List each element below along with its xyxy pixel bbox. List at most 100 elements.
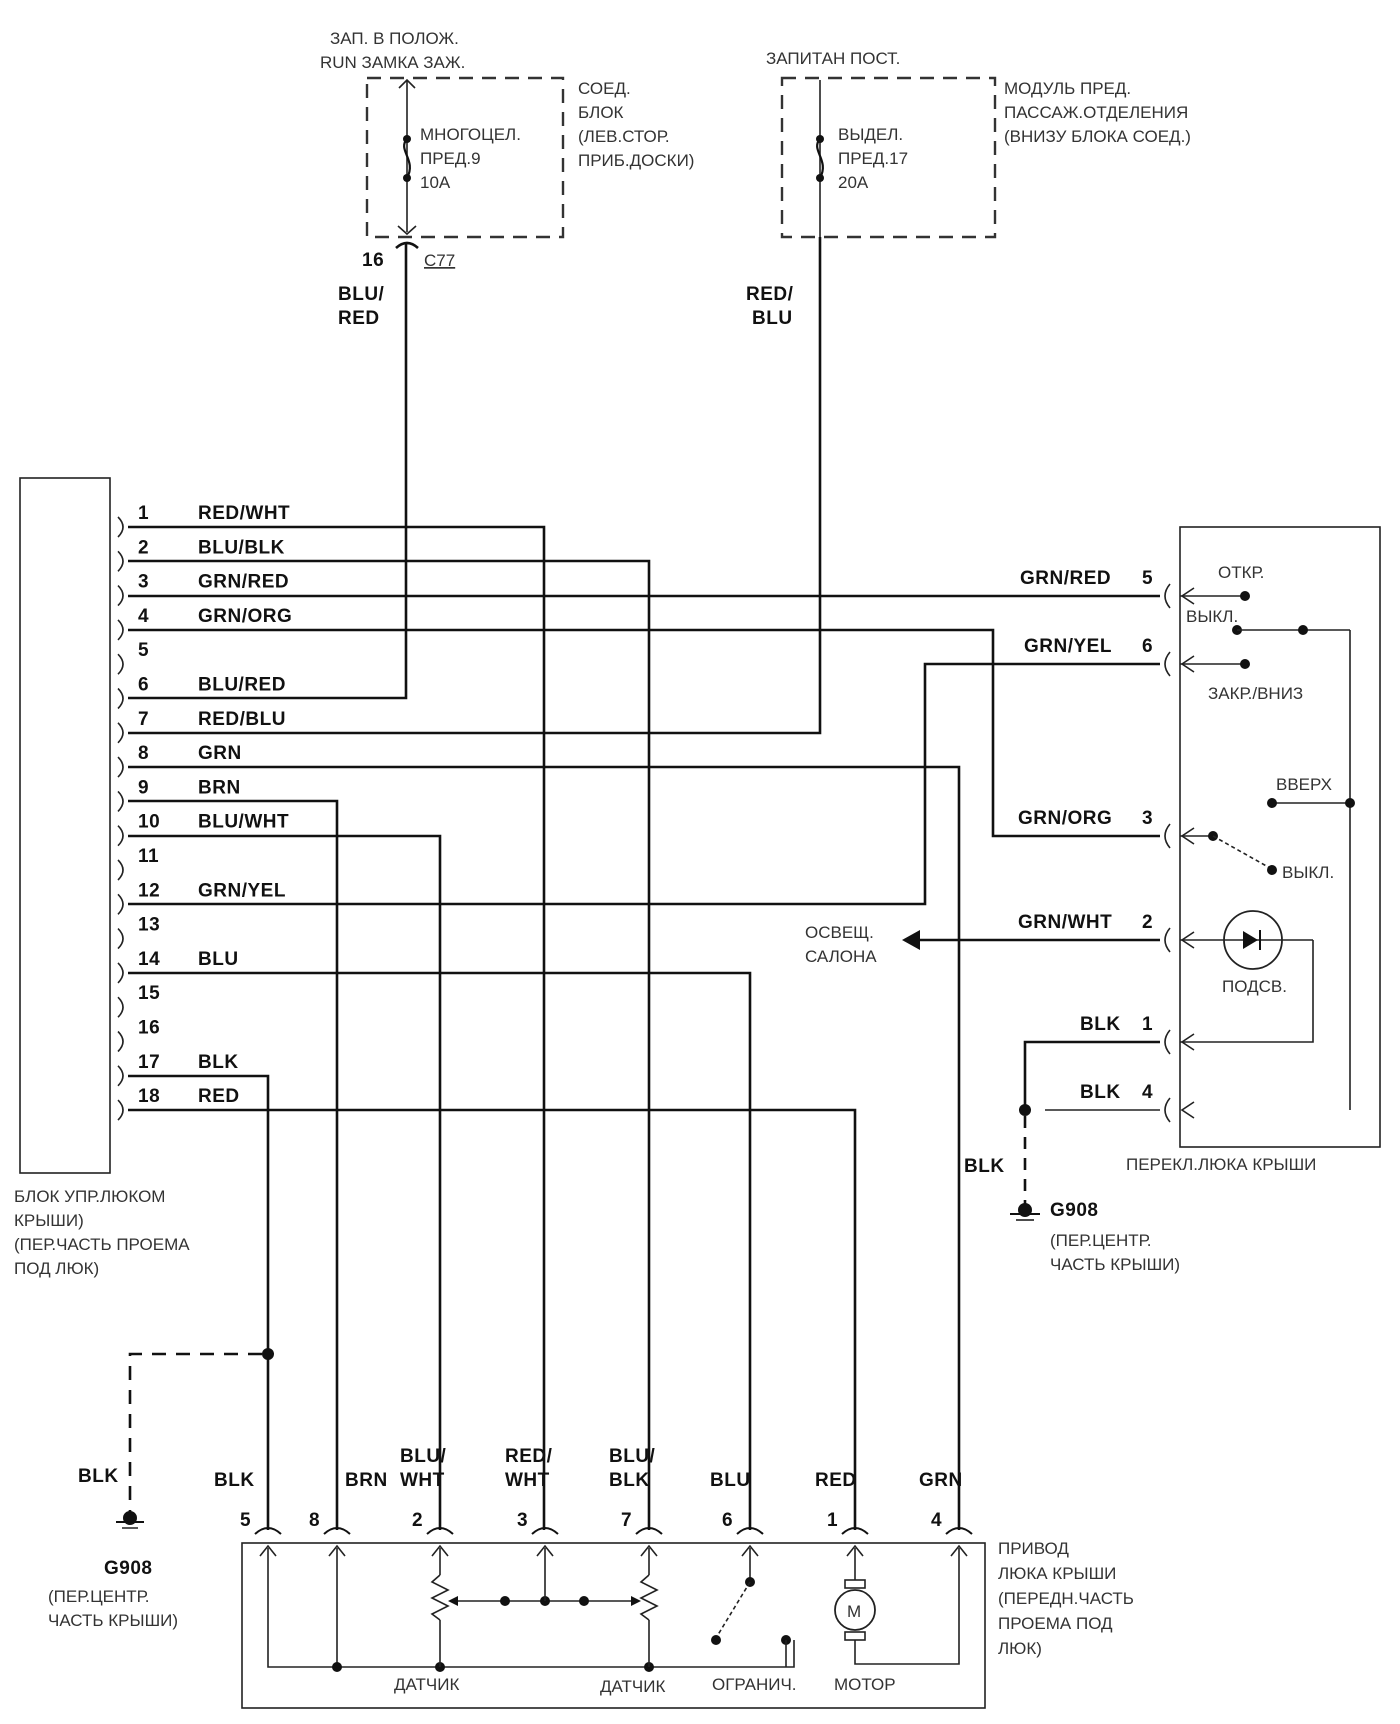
connector-cup-icon bbox=[395, 241, 419, 249]
ground-label-line2: ЧАСТЬ КРЫШИ) bbox=[48, 1611, 178, 1630]
module-pin: 13 bbox=[117, 915, 160, 950]
limit-switch-icon bbox=[715, 1581, 751, 1639]
ground-wire-label: BLK bbox=[964, 1156, 1005, 1177]
block-label-line1: СОЕД. bbox=[578, 79, 631, 98]
actuator-pin-number: 8 bbox=[309, 1510, 320, 1531]
fuse-label-line2: ПРЕД.17 bbox=[838, 149, 908, 168]
switch-contact bbox=[711, 1635, 721, 1645]
connector-cup-icon bbox=[117, 722, 124, 744]
actuator-pin: 6 BLU bbox=[710, 1470, 764, 1557]
wire-label-line1: BLU/ bbox=[338, 284, 385, 305]
wire-label-line1: RED/ bbox=[746, 284, 794, 305]
junction-dot bbox=[579, 1596, 589, 1606]
fuse-block-1: ЗАП. В ПОЛОЖ. RUN ЗАМКА ЗАЖ. МНОГОЦЕЛ. П… bbox=[320, 29, 694, 329]
module-pin: 5 bbox=[117, 640, 149, 675]
connector-cup-icon bbox=[531, 1527, 559, 1535]
connector-cup-icon bbox=[117, 516, 124, 538]
connector-cup-icon bbox=[736, 1527, 764, 1535]
pin-number: 9 bbox=[138, 777, 149, 798]
motor-icon bbox=[834, 1589, 876, 1631]
connector-arrow-icon bbox=[950, 1544, 968, 1557]
pos-up: ВВЕРХ bbox=[1276, 775, 1332, 794]
wire-red-blu bbox=[128, 237, 822, 735]
switch-pin-wire: BLK bbox=[1080, 1014, 1121, 1035]
switch-contact bbox=[1345, 798, 1355, 808]
actuator-pin-list: 5BLK8BRN2BLU/WHT3RED/WHT7BLU/BLK6BLU1RED… bbox=[214, 1446, 973, 1557]
interior-light-label-line1: ОСВЕЩ. bbox=[805, 923, 874, 942]
connector-cup-icon bbox=[117, 619, 124, 641]
connector-cup-icon bbox=[117, 653, 124, 675]
ground-label-line2: ЧАСТЬ КРЫШИ) bbox=[1050, 1255, 1180, 1274]
pin-number: 1 bbox=[138, 503, 149, 524]
actuator-label-line1: ПРИВОД bbox=[998, 1539, 1069, 1558]
pin-number: 8 bbox=[138, 743, 149, 764]
switch-pin-number: 1 bbox=[1142, 1014, 1153, 1035]
wire-blu bbox=[128, 971, 752, 1530]
actuator-pin-number: 6 bbox=[722, 1510, 733, 1531]
wire-blk-switch-1 bbox=[1023, 1040, 1160, 1110]
ground-wire bbox=[128, 1352, 262, 1512]
pos-off-bottom: ВЫКЛ. bbox=[1282, 863, 1334, 882]
connector-cup-icon bbox=[635, 1527, 663, 1535]
module-pin: 10 BLU/WHT bbox=[117, 812, 289, 847]
fuse-label-line3: 10A bbox=[420, 173, 451, 192]
switch-contact bbox=[1267, 798, 1277, 808]
pin-wire-color: BLU/WHT bbox=[198, 812, 289, 833]
block-label-line4: ПРИБ.ДОСКИ) bbox=[578, 151, 694, 170]
actuator-pin-wire: BLU/ bbox=[400, 1446, 447, 1467]
module-pin: 11 bbox=[117, 846, 159, 881]
potentiometer-icon bbox=[430, 1574, 450, 1621]
actuator-pin-wire: BLK bbox=[609, 1470, 650, 1491]
fuse-label-line3: 20A bbox=[838, 173, 869, 192]
switch-pin-wire: GRN/RED bbox=[1020, 568, 1111, 589]
motor-brush bbox=[844, 1631, 866, 1641]
pin-wire-color: GRN bbox=[198, 743, 242, 764]
sunroof-actuator: 5BLK8BRN2BLU/WHT3RED/WHT7BLU/BLK6BLU1RED… bbox=[214, 1446, 1134, 1709]
pin-wire-color: BLU/RED bbox=[198, 675, 286, 696]
ground-wire-label: BLK bbox=[78, 1466, 119, 1487]
connector-cup-icon bbox=[117, 893, 124, 915]
ground-right: BLK G908 (ПЕР.ЦЕНТР. ЧАСТЬ КРЫШИ) bbox=[964, 1104, 1180, 1274]
pin-wire-color: GRN/ORG bbox=[198, 606, 292, 627]
supply-label-line2: RUN ЗАМКА ЗАЖ. bbox=[320, 53, 465, 72]
actuator-pin-number: 3 bbox=[517, 1510, 528, 1531]
connector-cup-icon bbox=[1164, 651, 1171, 677]
wires bbox=[128, 237, 1160, 1530]
sensor2-label: ДАТЧИК bbox=[600, 1677, 665, 1696]
connector-cup-icon bbox=[1164, 1029, 1171, 1055]
motor-brush bbox=[844, 1579, 866, 1589]
actuator-pin-number: 7 bbox=[621, 1510, 632, 1531]
connector-cup-icon bbox=[1164, 823, 1171, 849]
splice-dot bbox=[262, 1348, 274, 1360]
pos-off-top: ВЫКЛ. bbox=[1186, 607, 1238, 626]
actuator-label-line3: (ПЕРЕДН.ЧАСТЬ bbox=[998, 1589, 1134, 1608]
switch-pin: BLK 1 bbox=[1080, 1014, 1195, 1055]
actuator-pin-wire: BLU bbox=[710, 1470, 751, 1491]
common-bus bbox=[267, 1548, 795, 1668]
fuse-terminal bbox=[403, 174, 411, 182]
module-label-line1: БЛОК УПР.ЛЮКОМ bbox=[14, 1187, 165, 1206]
ground-id: G908 bbox=[104, 1558, 152, 1579]
wire-blu-red bbox=[128, 244, 408, 700]
switch-pin-number: 5 bbox=[1142, 568, 1153, 589]
internal-wire bbox=[854, 1548, 960, 1665]
pin-number: 10 bbox=[138, 812, 160, 833]
actuator-pin-number: 1 bbox=[827, 1510, 838, 1531]
connector-cup-icon bbox=[841, 1527, 869, 1535]
connector-cup-icon bbox=[117, 996, 124, 1018]
backlight-lamp-icon bbox=[1223, 910, 1283, 970]
actuator-pin-number: 4 bbox=[931, 1510, 942, 1531]
ground-id: G908 bbox=[1050, 1200, 1098, 1221]
